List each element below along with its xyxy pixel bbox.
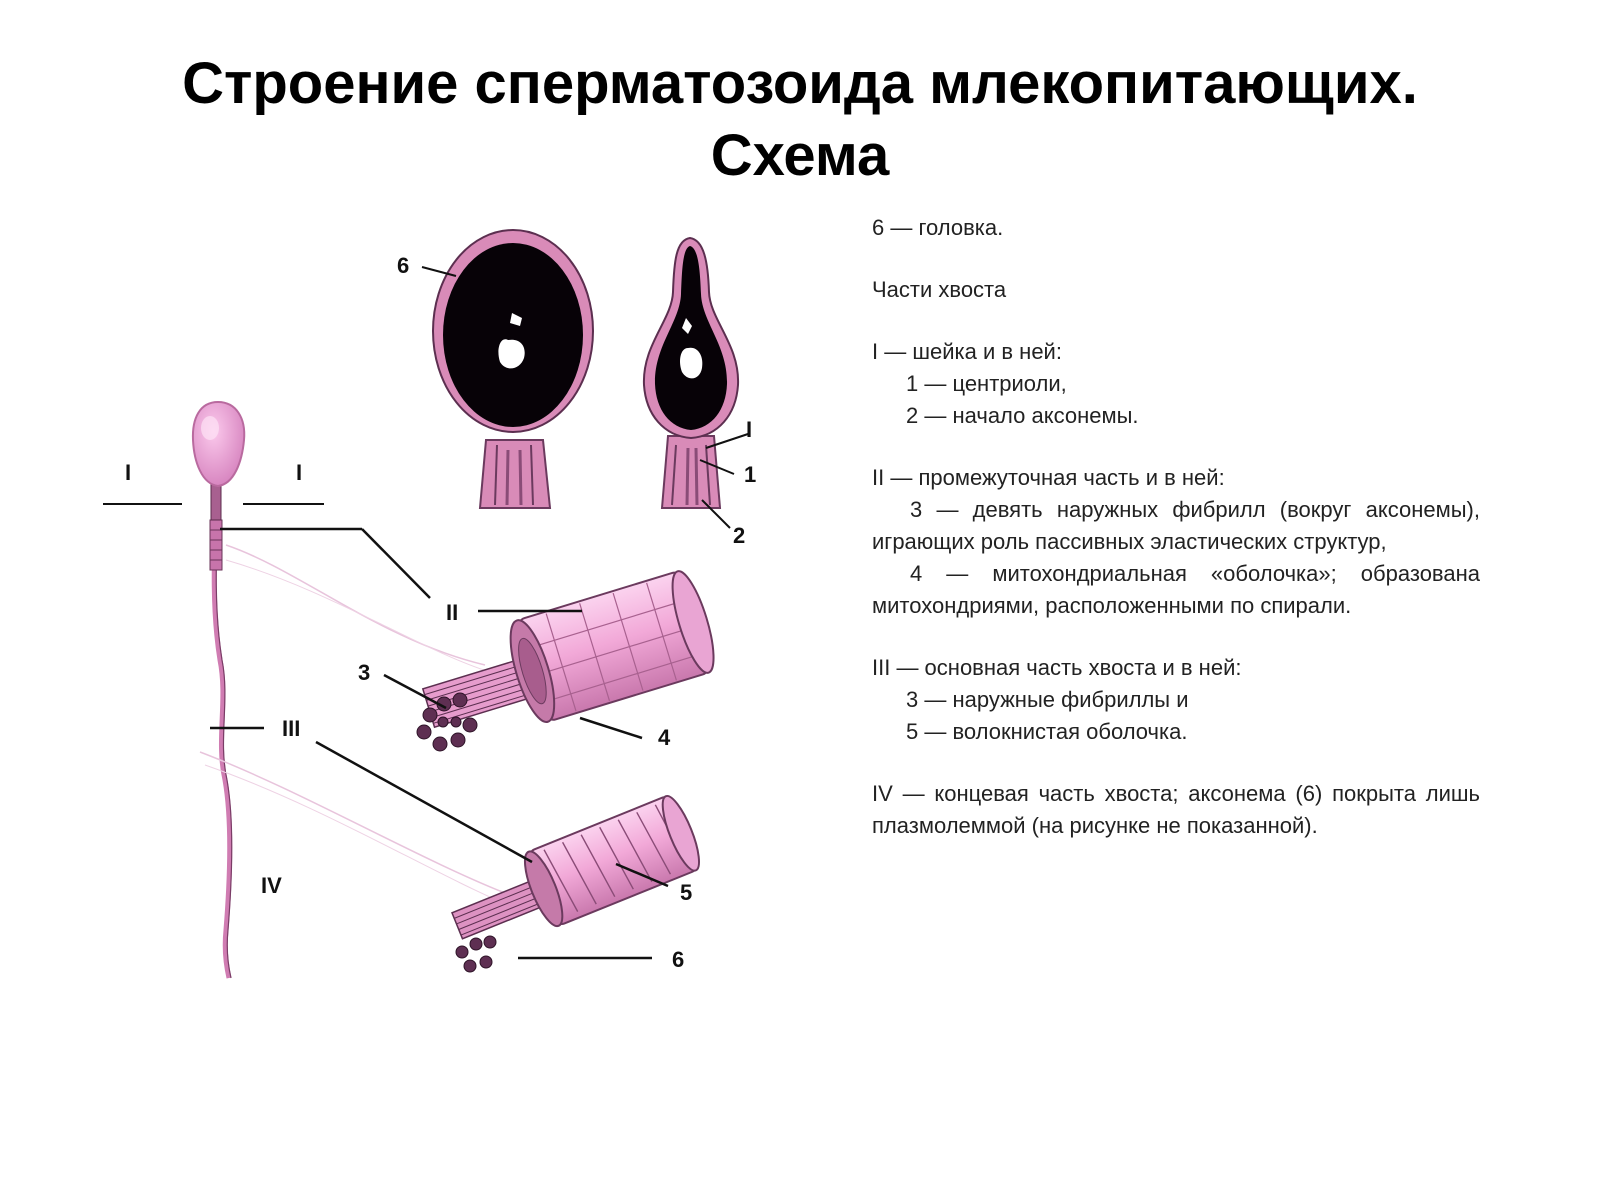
label-centrioles: 1 [744, 462, 756, 487]
label-middle-piece: II [446, 600, 458, 625]
label-principal-piece: III [282, 716, 300, 741]
legend-neck: I — шейка и в ней: [872, 339, 1062, 364]
label-axoneme-start: 2 [733, 523, 745, 548]
legend: 6 — головка. Части хвоста I — шейка и в … [872, 212, 1480, 842]
legend-middle: II — промежуточная часть и в ней: [872, 465, 1225, 490]
legend-principal: III — основная часть хвоста и в ней: [872, 655, 1242, 680]
legend-middle-4: 4 — митохондриальная «оболочка»; образов… [872, 561, 1480, 618]
label-fibrous-sheath: 5 [680, 880, 692, 905]
whole-sperm [191, 400, 246, 979]
title-line-1: Строение сперматозоида млекопитающих. [182, 51, 1418, 116]
legend-neck-2: 2 — начало аксонемы. [906, 403, 1139, 428]
label-neck-right: I [296, 460, 302, 485]
label-mito-sheath: 4 [658, 725, 671, 750]
label-head: 6 [397, 253, 409, 278]
head-nucleus [443, 243, 583, 427]
legend-middle-3: 3 — девять наружных фибрилл (вокруг аксо… [872, 497, 1480, 554]
head-section-front [432, 229, 594, 509]
tail-flagellum [211, 499, 233, 979]
legend-head: 6 — головка. [872, 215, 1004, 240]
title-line-2: Схема [710, 123, 890, 188]
page-title: Строение сперматозоида млекопитающих. Сх… [0, 48, 1600, 192]
head-section-side [642, 236, 740, 509]
label-axoneme: 6 [672, 947, 684, 972]
legend-principal-3: 3 — наружные фибриллы и [906, 687, 1189, 712]
principal-piece-section [451, 794, 700, 973]
label-neck-left: I [125, 460, 131, 485]
legend-principal-5: 5 — волокнистая оболочка. [906, 719, 1188, 744]
label-end-piece: IV [261, 873, 282, 898]
label-neck-detail: I [746, 417, 752, 442]
legend-neck-1: 1 — центриоли, [906, 371, 1067, 396]
middle-piece-segment [209, 519, 223, 571]
legend-end: IV — концевая часть хвоста; аксонема (6)… [872, 781, 1480, 838]
neck-segment [210, 481, 222, 521]
legend-tail-parts: Части хвоста [872, 277, 1007, 302]
head-vacuole [498, 339, 525, 369]
side-nucleus [654, 246, 728, 430]
sperm-head [191, 400, 246, 488]
middle-piece-section [416, 570, 715, 752]
label-outer-fibrils: 3 [358, 660, 370, 685]
